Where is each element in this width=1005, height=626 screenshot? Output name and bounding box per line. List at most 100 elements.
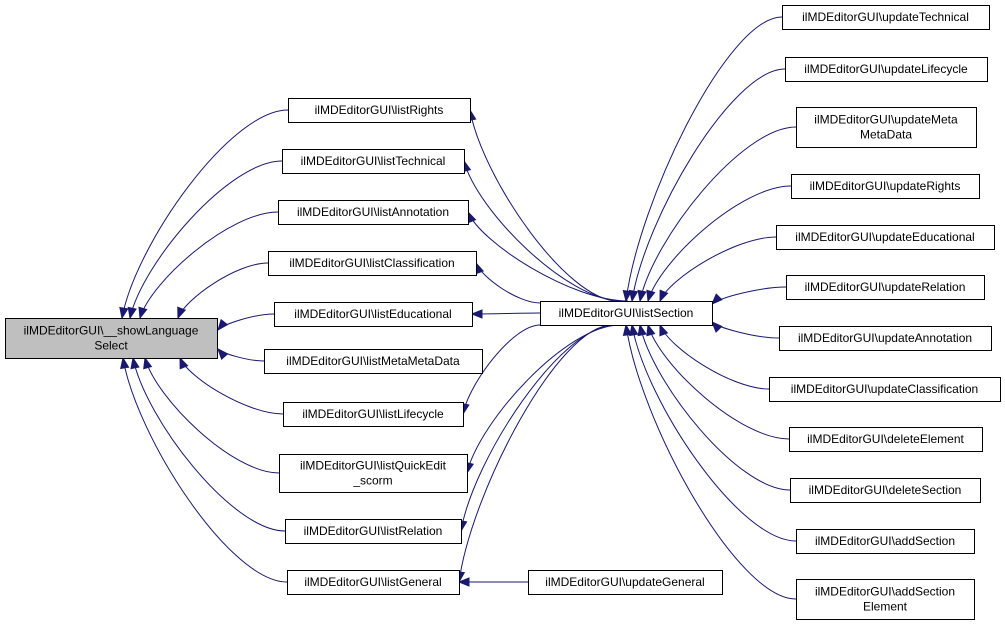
arrowhead	[217, 318, 229, 332]
node-listQuickEdit_scorm[interactable]: ilMDEditorGUI\listQuickEdit_scorm	[279, 454, 468, 493]
edge-listSection-to-listQuickEdit_scorm	[464, 324, 621, 475]
node-updateGeneral[interactable]: ilMDEditorGUI\updateGeneral	[528, 570, 723, 595]
arrowhead	[457, 577, 470, 587]
node-label: ilMDEditorGUI\addSection	[815, 585, 955, 599]
node-label: ilMDEditorGUI\updateGeneral	[545, 575, 704, 589]
edge-updateGeneral-to-listGeneral	[457, 577, 529, 587]
arrowhead	[646, 289, 656, 303]
edge-listEducational-to-root	[217, 313, 275, 332]
node-updateLifecycle[interactable]: ilMDEditorGUI\updateLifecycle	[785, 57, 988, 82]
arrowhead	[138, 306, 148, 320]
node-updateTechnical[interactable]: ilMDEditorGUI\updateTechnical	[782, 5, 990, 30]
edge-listRelation-to-root	[130, 356, 286, 532]
edge-updateMetaMetaData-to-listSection	[637, 126, 797, 303]
node-listRights[interactable]: ilMDEditorGUI\listRights	[288, 98, 471, 123]
node-label: ilMDEditorGUI\updateTechnical	[802, 10, 969, 24]
node-label: ilMDEditorGUI\updateRights	[810, 179, 961, 193]
node-label: ilMDEditorGUI\listMetaMetaData	[286, 354, 460, 368]
node-updateRights[interactable]: ilMDEditorGUI\updateRights	[791, 174, 980, 199]
node-listTechnical[interactable]: ilMDEditorGUI\listTechnical	[282, 149, 465, 174]
arrowhead	[217, 347, 229, 361]
node-label: ilMDEditorGUI\updateEducational	[795, 230, 974, 244]
edge-updateClassification-to-listSection	[659, 323, 770, 390]
node-updateEducational[interactable]: ilMDEditorGUI\updateEducational	[776, 225, 995, 250]
arrowhead	[622, 289, 633, 303]
node-label: ilMDEditorGUI\deleteElement	[807, 432, 964, 446]
arrowhead	[177, 306, 187, 320]
node-label: ilMDEditorGUI\deleteSection	[809, 483, 962, 497]
node-label: ilMDEditorGUI\listLifecycle	[302, 407, 444, 421]
node-label: ilMDEditorGUI\listSection	[559, 306, 694, 320]
edge-listQuickEdit_scorm-to-root	[143, 356, 280, 474]
edge-listTechnical-to-root	[127, 160, 283, 320]
node-deleteSection[interactable]: ilMDEditorGUI\deleteSection	[790, 478, 981, 503]
node-label: ilMDEditorGUI\updateMeta	[814, 113, 958, 127]
edge-listLifecycle-to-root	[179, 356, 284, 415]
node-listClassification[interactable]: ilMDEditorGUI\listClassification	[268, 251, 477, 276]
edge-addSection-to-listSection	[629, 323, 797, 542]
node-label: ilMDEditorGUI\listAnnotation	[297, 205, 449, 219]
node-label: ilMDEditorGUI\updateAnnotation	[798, 331, 972, 345]
node-listGeneral[interactable]: ilMDEditorGUI\listGeneral	[287, 570, 460, 595]
edge-listSection-to-listTechnical	[462, 159, 623, 302]
node-label: ilMDEditorGUI\listClassification	[289, 256, 454, 270]
node-listEducational[interactable]: ilMDEditorGUI\listEducational	[274, 302, 473, 327]
arrowhead	[127, 306, 137, 320]
edge-listGeneral-to-root	[120, 356, 288, 583]
node-updateRelation[interactable]: ilMDEditorGUI\updateRelation	[786, 275, 985, 300]
node-label: ilMDEditorGUI\updateClassification	[791, 382, 978, 396]
edge-updateRights-to-listSection	[646, 185, 792, 303]
edge-listClassification-to-root	[177, 262, 269, 320]
node-label: ilMDEditorGUI\listTechnical	[301, 154, 446, 168]
node-updateAnnotation[interactable]: ilMDEditorGUI\updateAnnotation	[779, 326, 992, 351]
edge-listSection-to-listRights	[467, 108, 619, 302]
nodes-layer: ilMDEditorGUI\__showLanguageSelectilMDEd…	[5, 5, 1001, 620]
arrowhead	[470, 309, 483, 319]
arrowhead	[143, 356, 153, 370]
edge-listSection-to-listClassification	[475, 261, 541, 304]
node-listSection[interactable]: ilMDEditorGUI\listSection	[540, 301, 713, 326]
node-label: ilMDEditorGUI\__showLanguage	[24, 324, 199, 338]
node-addSection[interactable]: ilMDEditorGUI\addSection	[796, 529, 975, 554]
node-label: ilMDEditorGUI\updateLifecycle	[804, 62, 968, 76]
edge-updateEducational-to-listSection	[659, 236, 777, 303]
arrowhead	[628, 289, 639, 303]
node-label: ilMDEditorGUI\listRelation	[304, 524, 443, 538]
arrowhead	[711, 293, 723, 305]
node-label: ilMDEditorGUI\addSection	[815, 534, 955, 548]
edge-deleteSection-to-listSection	[637, 323, 791, 491]
arrowhead	[637, 289, 647, 303]
arrowhead	[120, 356, 130, 370]
node-label: ilMDEditorGUI\listGeneral	[304, 575, 441, 589]
node-listAnnotation[interactable]: ilMDEditorGUI\listAnnotation	[278, 200, 469, 225]
node-listLifecycle[interactable]: ilMDEditorGUI\listLifecycle	[283, 402, 464, 427]
arrowhead	[637, 323, 647, 337]
arrowhead	[659, 323, 669, 337]
node-listRelation[interactable]: ilMDEditorGUI\listRelation	[285, 519, 462, 544]
arrowhead	[622, 323, 633, 337]
node-label: _scorm	[352, 474, 392, 488]
edge-updateAnnotation-to-listSection	[711, 321, 780, 339]
node-deleteElement[interactable]: ilMDEditorGUI\deleteElement	[789, 427, 983, 452]
arrowhead	[659, 289, 669, 303]
edge-listAnnotation-to-root	[138, 211, 279, 320]
node-label: Select	[94, 339, 128, 353]
node-label: ilMDEditorGUI\listEducational	[294, 307, 451, 321]
node-updateClassification[interactable]: ilMDEditorGUI\updateClassification	[769, 377, 1001, 402]
edge-deleteElement-to-listSection	[646, 323, 790, 440]
edge-listSection-to-listEducational	[470, 309, 541, 319]
arrowhead	[646, 323, 656, 337]
edge-listRights-to-root	[119, 109, 289, 320]
arrowhead	[711, 321, 723, 333]
node-listMetaMetaData[interactable]: ilMDEditorGUI\listMetaMetaData	[264, 349, 483, 374]
arrowhead	[130, 356, 140, 370]
node-label: MetaData	[860, 128, 912, 142]
edge-updateTechnical-to-listSection	[622, 16, 783, 303]
edge-updateRelation-to-listSection	[711, 286, 787, 305]
arrowhead	[467, 210, 477, 224]
arrowhead	[119, 306, 129, 320]
